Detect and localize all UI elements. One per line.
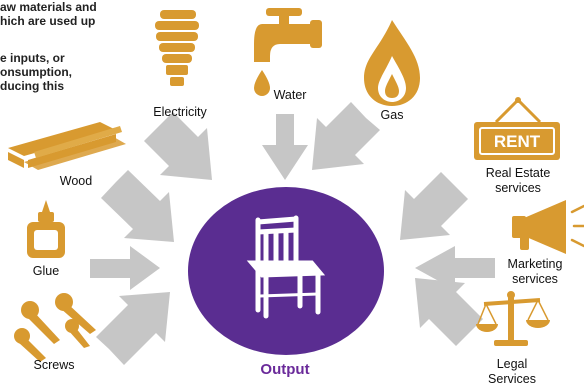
- flame-icon: [364, 20, 420, 106]
- wood-planks-icon: [8, 122, 126, 170]
- chair-icon: [246, 215, 326, 319]
- glue-label: Glue: [32, 264, 60, 278]
- arrow-glue: [90, 246, 160, 290]
- arrow-electricity: [144, 112, 212, 180]
- arrow-marketing: [415, 246, 495, 290]
- glue-bottle-icon: [27, 200, 65, 258]
- real-estate-label-line-2: services: [495, 181, 541, 195]
- arrow-screws: [96, 292, 170, 365]
- arrow-real-estate: [400, 172, 468, 240]
- lightbulb-icon: [155, 10, 199, 86]
- legal-label-line-1: Legal: [496, 357, 528, 371]
- marketing-label-line-1: Marketing: [507, 257, 563, 271]
- intro-text-line-1: aw materials and: [0, 0, 97, 14]
- marketing-label-line-2: services: [512, 272, 558, 286]
- rent-sign-text: RENT: [494, 132, 541, 151]
- intro-text-line-2: hich are used up: [0, 14, 96, 28]
- legal-label-line-2: Services: [488, 372, 536, 386]
- tap-icon: [254, 8, 322, 96]
- rent-sign-icon: RENT: [474, 97, 560, 160]
- screws-label: Screws: [33, 358, 75, 372]
- real-estate-label-line-1: Real Estate: [485, 166, 551, 180]
- intro-text-line-5: ducing this: [0, 79, 64, 93]
- intro-text-line-4: onsumption,: [0, 65, 72, 79]
- water-label: Water: [273, 88, 307, 102]
- arrow-wood: [101, 170, 174, 242]
- megaphone-icon: [512, 200, 584, 254]
- arrow-legal: [415, 278, 483, 346]
- arrow-gas: [312, 102, 380, 170]
- wood-label: Wood: [59, 174, 93, 188]
- electricity-label: Electricity: [153, 105, 207, 119]
- intro-text-line-3: e inputs, or: [0, 51, 65, 65]
- arrow-water: [262, 114, 308, 180]
- scales-icon: [476, 291, 550, 346]
- screws-icon: [14, 293, 96, 362]
- arrows: [90, 102, 495, 365]
- gas-label: Gas: [380, 108, 404, 122]
- output-label: Output: [260, 361, 310, 378]
